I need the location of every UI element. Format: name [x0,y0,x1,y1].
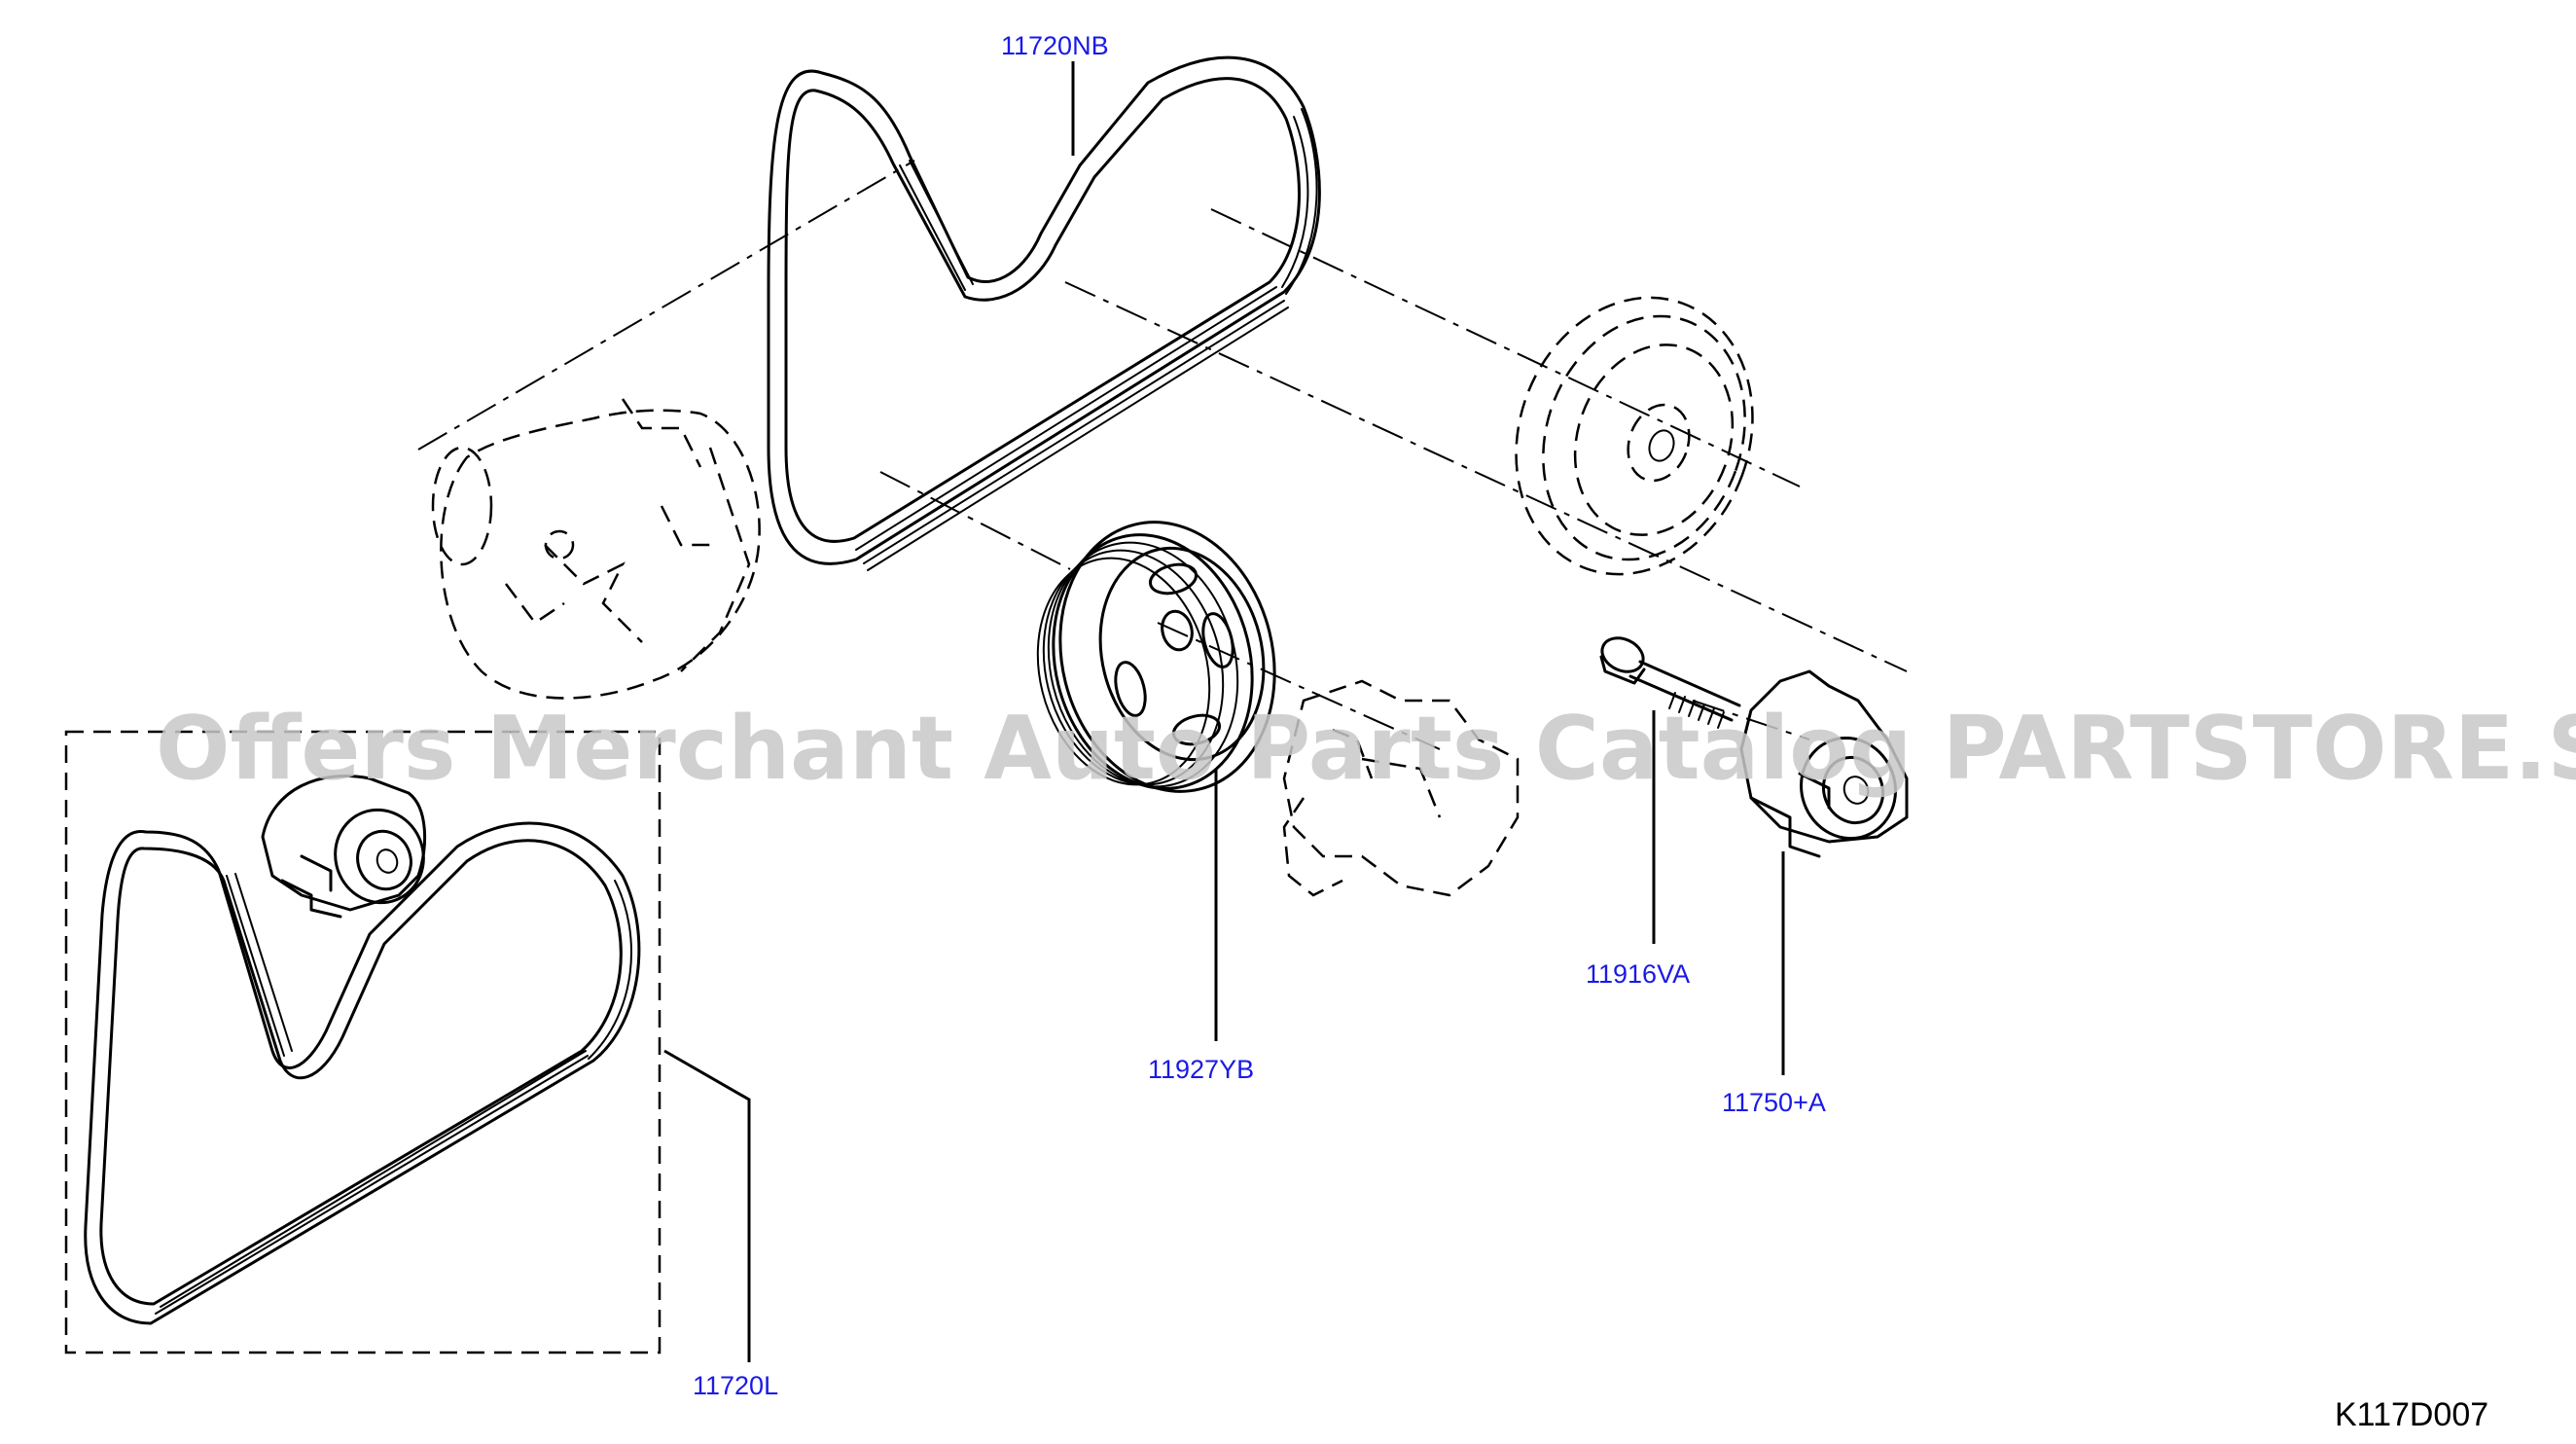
optional-belt-set[interactable] [64,730,662,1354]
drive-belt-upper[interactable] [767,55,1321,571]
part-label-11927yb[interactable]: 11927YB [1148,1055,1254,1084]
part-label-11750a[interactable]: 11750+A [1722,1088,1826,1117]
tensioner-bolt[interactable] [1596,632,1741,729]
alternator-phantom [431,398,761,700]
watermark-text: Offers Merchant Auto Parts Catalog PARTS… [156,698,2576,800]
power-steering-pump-phantom [1282,679,1520,897]
part-label-11720nb[interactable]: 11720NB [1001,31,1109,60]
power-steering-pulley[interactable] [1015,499,1303,814]
leader-belt-lower [663,1049,751,1362]
crank-pulley-phantom [1515,296,1754,576]
optional-set-box [64,730,662,1354]
belt-tensioner-upper[interactable] [1739,669,1910,858]
diagram-code: K117D007 [2335,1396,2488,1433]
belt-tensioner-lower[interactable] [261,775,437,919]
part-label-11916va[interactable]: 11916VA [1586,959,1690,989]
leader-lines [663,61,1785,1362]
assembly-centerlines [417,160,1908,750]
part-label-11720l[interactable]: 11720L [693,1371,778,1400]
